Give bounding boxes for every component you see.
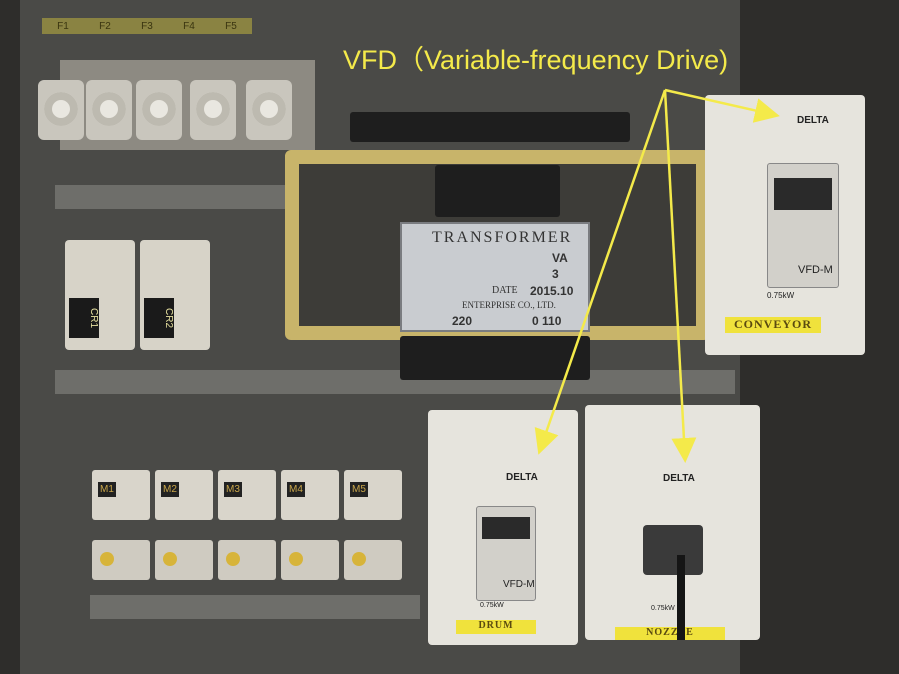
contactor-label: M3 [224,482,242,497]
contactor-label: M5 [350,482,368,497]
fuse-holder [136,80,182,140]
keypad-cover-plug [643,525,703,575]
fuse-label: F1 [57,20,69,32]
vfd-conveyor: DELTA VFD-M 0.75kW CONVEYOR [705,95,865,355]
overload-relay [218,540,276,580]
contactor-label: M4 [287,482,305,497]
terminal-block [400,336,590,380]
cable [677,555,685,640]
plate-voltage: 220 [452,314,473,328]
vfd-display [774,178,832,210]
din-rail [55,370,735,394]
relay-cr1: CR1 [65,240,135,350]
vfd-keypad: VFD-M [767,163,839,288]
transformer-nameplate: TRANSFORMER VA 3 DATE 2015.10 ENTERPRISE… [400,222,590,332]
vfd-model: VFD-M [798,264,833,276]
contactor: M2 [155,470,213,520]
delta-logo: DELTA [797,115,829,126]
annotation-title: VFD（Variable-frequency Drive) [343,45,729,75]
fuse-label: F2 [99,20,111,32]
delta-logo: DELTA [506,472,538,483]
plate-voltage: 0 110 [532,314,562,328]
fuse-holder [190,80,236,140]
plate-title: TRANSFORMER [432,229,573,246]
relay-cr2: CR2 [140,240,210,350]
plate-maker: ENTERPRISE CO., LTD. [462,300,556,310]
overload-relay [92,540,150,580]
vfd-power: 0.75kW [480,602,504,609]
plate-phase: 3 [552,267,559,281]
relay-label: CR2 [144,298,174,338]
vfd-label-tag: DRUM [456,620,536,634]
arrow-to-drum-vfd [534,89,667,455]
din-rail [90,595,420,619]
terminal-block [435,165,560,217]
contactor: M1 [92,470,150,520]
contactor-label: M1 [98,482,116,497]
vfd-power: 0.75kW [651,605,675,612]
fuse-label-strip: F1 F2 F3 F4 F5 [42,18,252,34]
overload-relay [344,540,402,580]
arrow-to-nozzle-vfd [663,89,697,463]
fuse-holder [86,80,132,140]
relay-label: CR1 [69,298,99,338]
plate-date: 2015.10 [530,284,574,298]
fuse-holder [38,80,84,140]
fuse-label: F4 [183,20,195,32]
overload-relay [155,540,213,580]
vfd-display [482,517,530,539]
contactor: M3 [218,470,276,520]
vfd-keypad: VFD-M [476,506,536,601]
overload-relay [281,540,339,580]
transformer-bracket [350,112,630,142]
vfd-power: 0.75kW [767,291,795,300]
plate-va: VA [552,251,568,265]
contactor: M5 [344,470,402,520]
din-rail [55,185,285,209]
delta-logo: DELTA [663,473,695,484]
fuse-holder [246,80,292,140]
contactor-label: M2 [161,482,179,497]
arrow-to-conveyor-vfd [664,88,780,123]
vfd-model: VFD-M [503,579,535,590]
fuse-label: F5 [225,20,237,32]
plate-date-label: DATE [492,285,518,296]
fuse-label: F3 [141,20,153,32]
vfd-label-tag: NOZZLE [615,627,725,640]
vfd-label-tag: CONVEYOR [725,317,821,333]
contactor: M4 [281,470,339,520]
